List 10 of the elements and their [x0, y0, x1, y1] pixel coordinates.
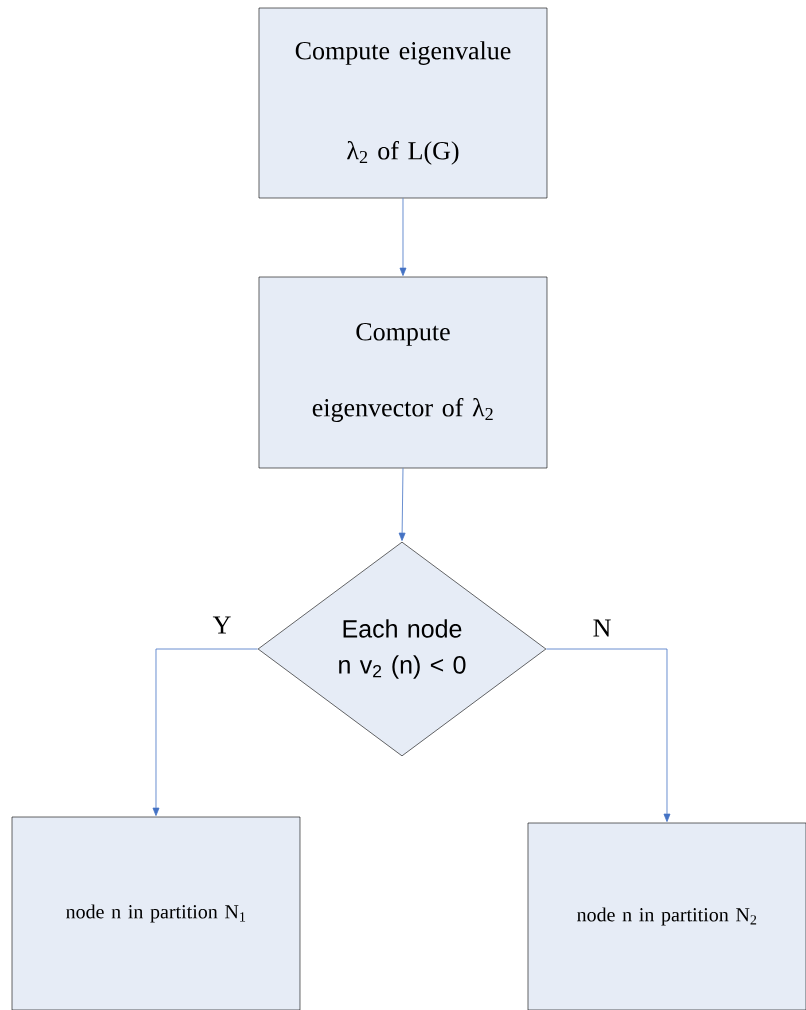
process-box: node n in partition N$_{1}$	[11, 816, 301, 1010]
arrow	[545, 648, 671, 822]
arrow	[398, 467, 406, 541]
edge-label: N	[593, 619, 611, 637]
edge-label: Y	[212, 616, 231, 634]
process-box: node n in partition N$_{2}$	[527, 822, 806, 1010]
arrow	[152, 648, 259, 816]
arrow	[399, 197, 407, 276]
process-box: Compute eigenvector of λ$_{2}$	[258, 276, 548, 469]
process-box: Compute eigenvalue λ$_{2}$ of L(G)	[258, 7, 548, 199]
